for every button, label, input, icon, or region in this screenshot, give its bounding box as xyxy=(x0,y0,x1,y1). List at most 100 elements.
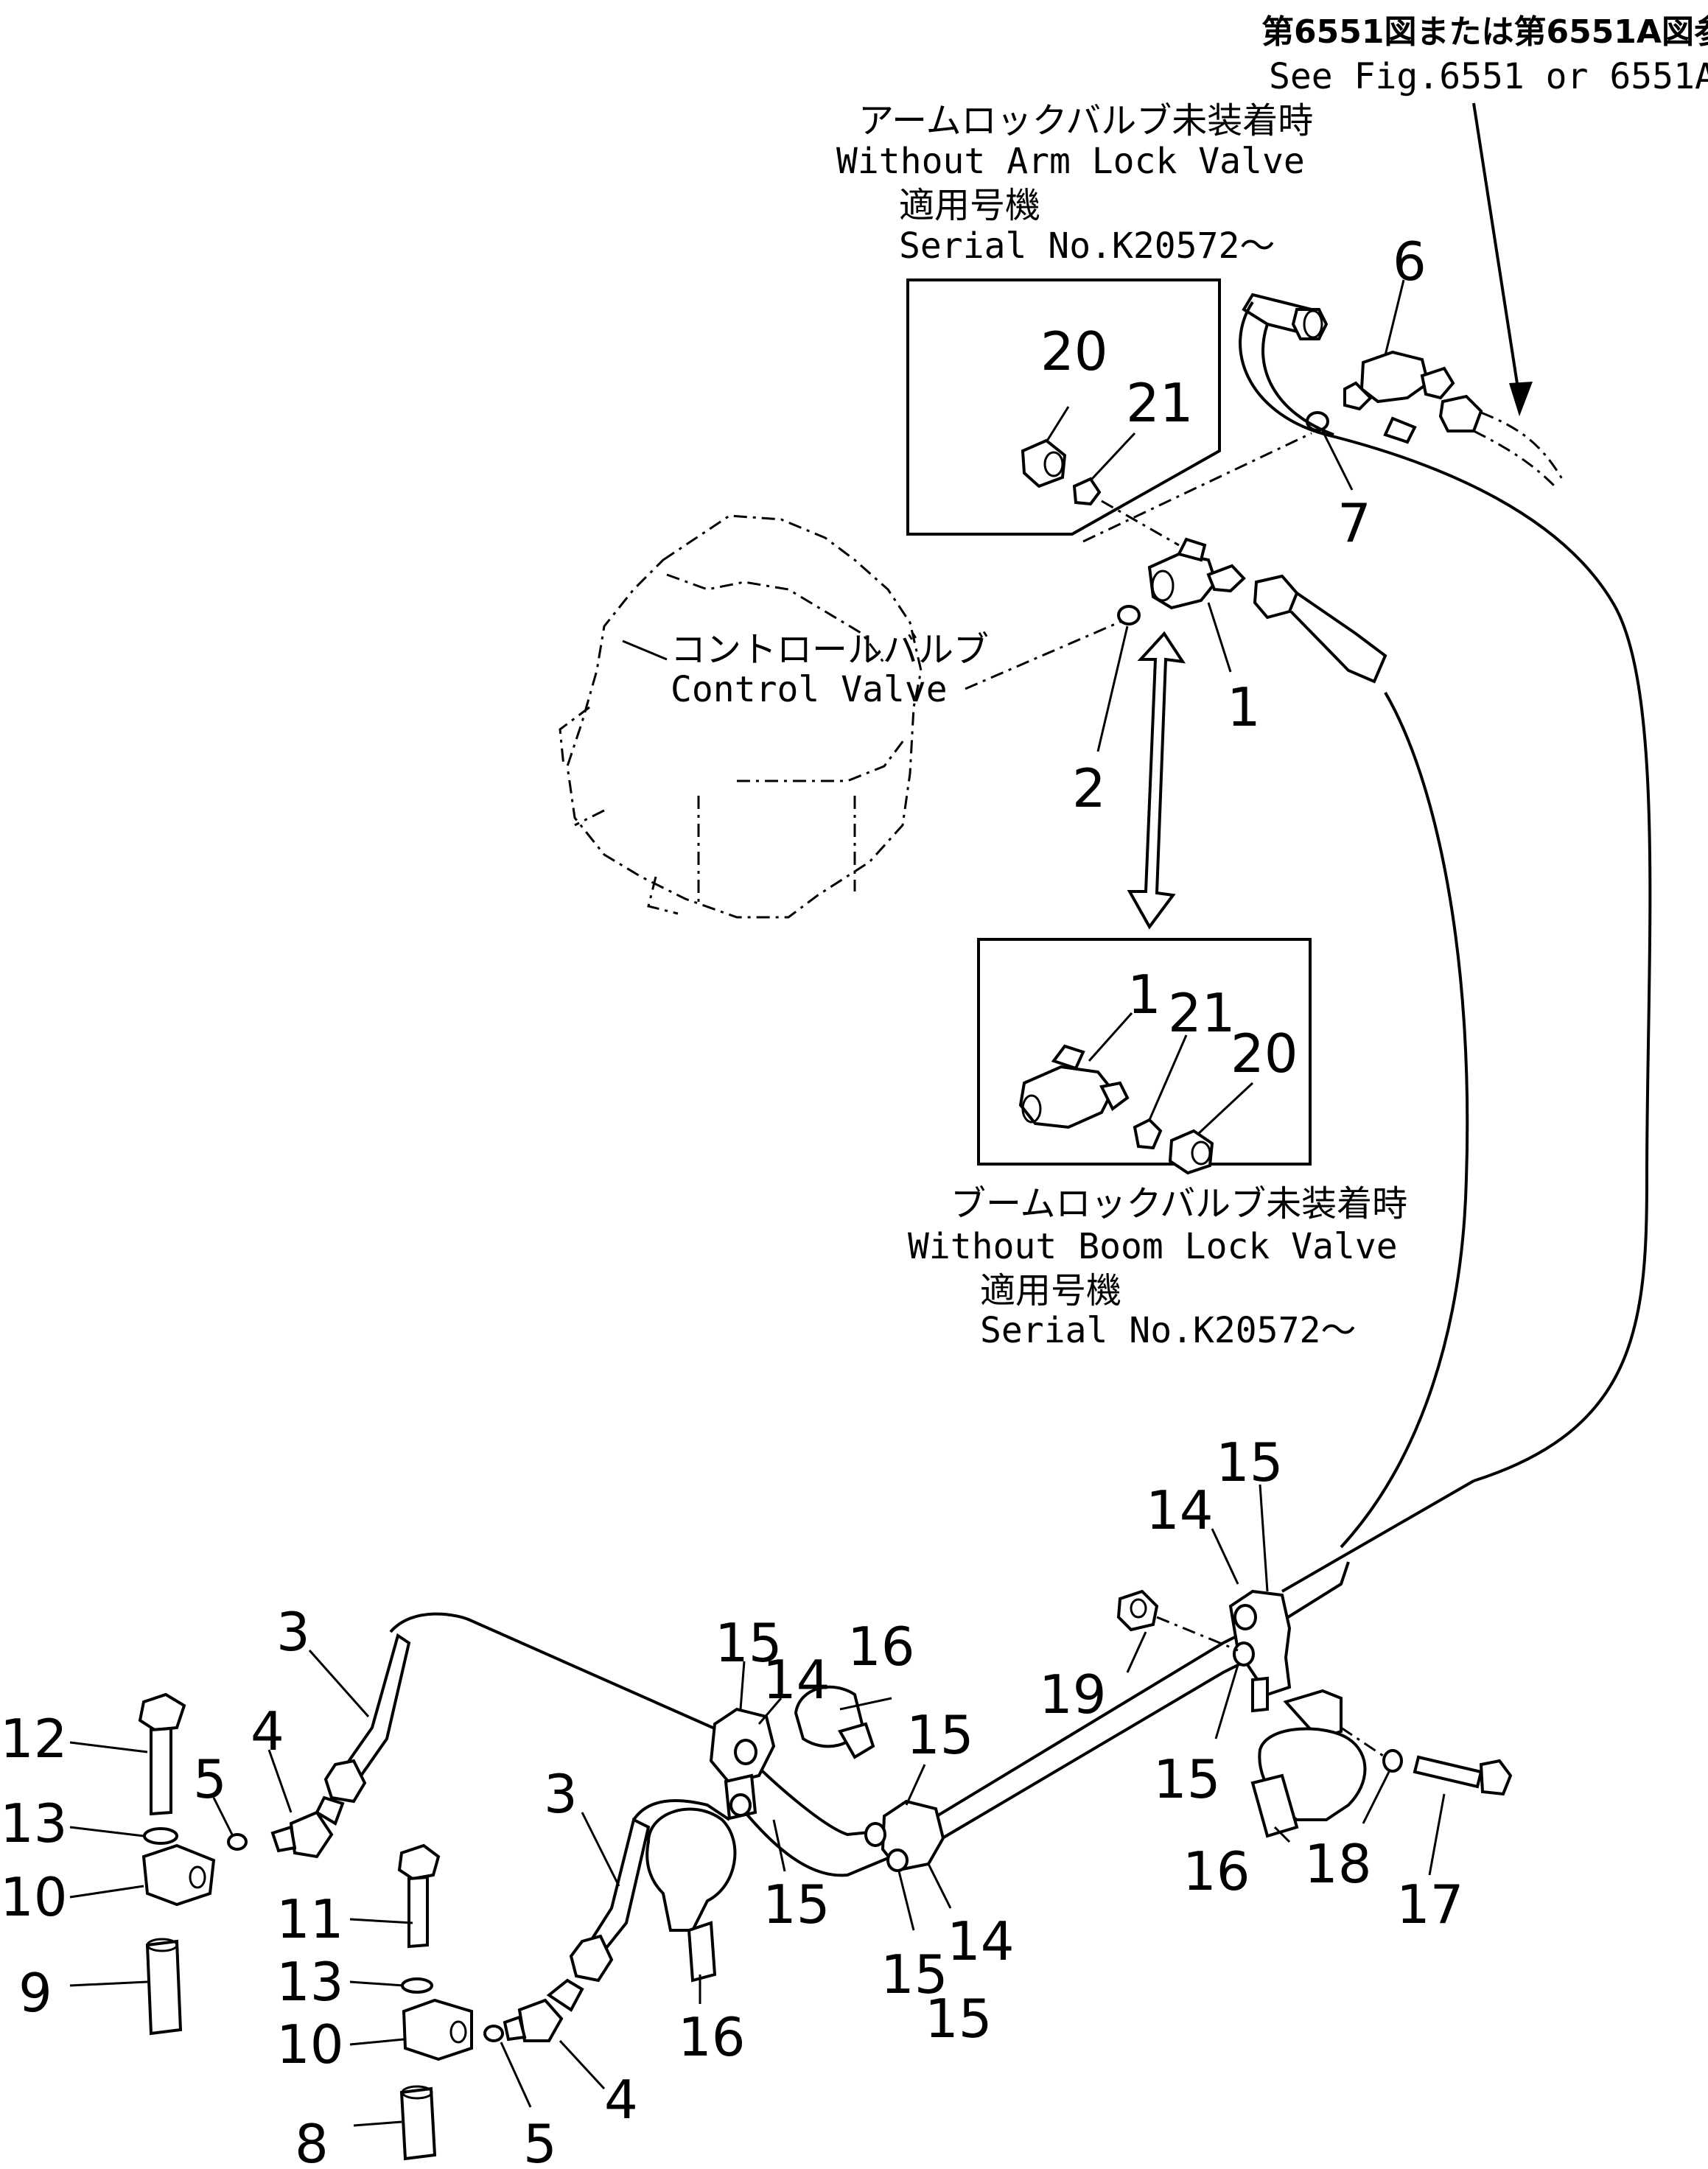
boom-lock-note-en: Without Boom Lock Valve xyxy=(908,1226,1398,1267)
part-label-13-bottom: 13 xyxy=(276,1951,344,2013)
leader-3-middle xyxy=(581,1812,620,1887)
leader-6 xyxy=(1384,279,1405,356)
clamp-group-middle xyxy=(864,1799,945,1872)
arm-lock-inset-box xyxy=(906,278,1221,536)
boom-lock-note: ブームロックバルブ未装着時 Without Boom Lock Valve 適用… xyxy=(908,1183,1407,1351)
clamp-group-right xyxy=(1228,1589,1292,1713)
part-label-21: 21 xyxy=(1126,372,1194,434)
arm-lock-serial-jp: 適用号機 xyxy=(899,185,1040,226)
leader-4-bottom xyxy=(559,2039,606,2090)
part-label-10-bottom: 10 xyxy=(276,2014,344,2075)
tee-fitting-1 xyxy=(1147,537,1246,610)
leader-9 xyxy=(69,1980,148,1987)
pipe-8 xyxy=(399,2085,437,2161)
reference-leader xyxy=(1472,102,1521,399)
leader-5-bottom xyxy=(500,2042,532,2108)
leader-8 xyxy=(353,2120,402,2127)
part-label-1-inset: 1 xyxy=(1127,964,1161,1026)
part-label-15-a: 15 xyxy=(715,1612,783,1674)
o-ring-5-bottom xyxy=(483,2025,504,2042)
part-label-15-e: 15 xyxy=(1216,1432,1284,1493)
alignment-line-upper xyxy=(1082,432,1312,543)
o-ring-5-left xyxy=(227,1833,248,1851)
nut-19 xyxy=(1116,1589,1159,1632)
washer-18 xyxy=(1382,1749,1403,1773)
leader-13-bottom xyxy=(349,1980,405,1987)
part-label-6: 6 xyxy=(1393,231,1427,292)
block-10-bottom xyxy=(402,1998,473,2061)
leader-10-top xyxy=(69,1885,144,1899)
leader-4-left xyxy=(267,1749,293,1813)
part-label-15-b: 15 xyxy=(763,1874,830,1935)
part-label-17: 17 xyxy=(1396,1874,1464,1935)
leader-12 xyxy=(69,1741,148,1753)
boom-lock-serial-en: Serial No.K20572～ xyxy=(980,1310,1356,1351)
arm-lock-serial-en: Serial No.K20572～ xyxy=(899,225,1275,267)
leader-16-a xyxy=(839,1697,892,1711)
bolt-11 xyxy=(397,1843,441,1949)
pipe-top-left xyxy=(389,1612,730,1737)
part-label-7: 7 xyxy=(1337,492,1371,554)
part-label-16-a: 16 xyxy=(847,1616,915,1678)
leader-2 xyxy=(1096,626,1129,752)
inset-nut-20-top xyxy=(1021,438,1067,488)
part-label-3-left: 3 xyxy=(276,1601,310,1663)
interchange-arrow xyxy=(1127,631,1186,930)
leader-15-d xyxy=(897,1871,915,1931)
control-valve-outline xyxy=(559,514,923,919)
part-label-5-bottom: 5 xyxy=(523,2113,557,2169)
hose-3-middle xyxy=(569,1818,651,1983)
part-label-13-top: 13 xyxy=(0,1793,68,1854)
leader-20-top xyxy=(1045,406,1070,443)
leader-3-left xyxy=(308,1650,370,1717)
leader-15-a xyxy=(739,1661,746,1710)
washer-13-bottom xyxy=(401,1977,433,1994)
leader-14-a xyxy=(757,1697,783,1725)
part-label-8: 8 xyxy=(295,2113,329,2169)
part-label-14-a: 14 xyxy=(763,1649,830,1711)
part-label-16-b: 16 xyxy=(678,2006,746,2068)
pipe-9 xyxy=(145,1938,183,2036)
inset-tee-1 xyxy=(1018,1044,1130,1129)
leader-21-bottom xyxy=(1148,1034,1188,1121)
pipe-stub-left xyxy=(632,1799,731,1821)
reference-hose-end xyxy=(1438,394,1564,488)
leader-1 xyxy=(1207,602,1232,673)
pipe-curve-left-2 xyxy=(732,1796,892,1877)
alignment-line-top xyxy=(1101,500,1180,547)
part-label-15-d: 15 xyxy=(881,1944,948,2005)
leader-20-bottom xyxy=(1196,1082,1254,1136)
pipe-lower-right xyxy=(1281,1561,1350,1622)
elbow-4-left xyxy=(270,1795,345,1859)
short-pipe-stub xyxy=(1383,416,1417,444)
inset-nut-20-bottom xyxy=(1168,1129,1214,1175)
boom-lock-note-jp: ブームロックバルブ未装着時 xyxy=(951,1183,1407,1224)
hose-3-left xyxy=(323,1633,411,1804)
hose-end-upper xyxy=(1242,292,1329,340)
inset-plug-21-top xyxy=(1072,477,1102,506)
part-label-15-g: 15 xyxy=(925,1988,993,2050)
part-label-14-b: 14 xyxy=(947,1910,1015,1972)
part-label-12: 12 xyxy=(0,1708,68,1770)
leader-15-f xyxy=(1214,1664,1239,1739)
clamp-16-right xyxy=(1250,1689,1367,1838)
leader-14-b xyxy=(927,1863,952,1909)
leader-16-c xyxy=(1273,1826,1291,1843)
inset-plug-21-bottom xyxy=(1133,1118,1163,1150)
part-label-10-top: 10 xyxy=(0,1866,68,1928)
alignment-line-19 xyxy=(1156,1616,1239,1652)
arm-lock-note: アームロックバルブ未装着時 Without Arm Lock Valve 適用号… xyxy=(836,100,1313,267)
part-label-16-c: 16 xyxy=(1183,1840,1250,1902)
leader-17 xyxy=(1428,1793,1446,1876)
part-label-5-left: 5 xyxy=(193,1748,227,1810)
part-label-20: 20 xyxy=(1040,320,1108,382)
part-label-21-bottom: 21 xyxy=(1168,982,1236,1044)
tee-fitting-6 xyxy=(1343,350,1455,411)
part-label-1: 1 xyxy=(1227,676,1261,738)
leader-13-top xyxy=(69,1826,144,1837)
o-ring-2 xyxy=(1117,605,1141,626)
long-hose-outer xyxy=(1239,301,1652,1482)
hose-loop-inner xyxy=(1261,323,1334,436)
leader-1-inset xyxy=(1088,1012,1133,1062)
leader-11 xyxy=(349,1918,413,1924)
